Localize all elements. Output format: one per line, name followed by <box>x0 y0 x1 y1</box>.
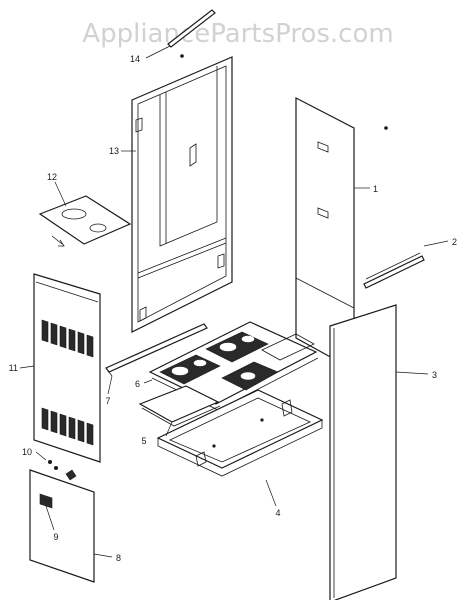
callout-7: 7 <box>105 396 110 406</box>
callout-labels: 14 13 1 2 3 4 5 6 7 8 9 10 11 12 <box>9 54 457 563</box>
part-3-door-panel <box>329 304 397 600</box>
callout-13: 13 <box>109 146 119 156</box>
callout-2: 2 <box>452 237 457 247</box>
callout-3: 3 <box>432 370 437 380</box>
callout-5: 5 <box>141 436 146 446</box>
burner-grate-front <box>221 361 279 391</box>
burner-grate-left <box>159 354 221 385</box>
callout-4: 4 <box>275 508 280 518</box>
leader-lines <box>19 45 449 558</box>
part-10-screws <box>48 460 77 481</box>
callout-9: 9 <box>53 532 58 542</box>
callout-1: 1 <box>373 184 378 194</box>
part-6-burner-tray <box>148 321 319 411</box>
part-12-plate <box>38 195 132 247</box>
callout-11: 11 <box>9 363 18 373</box>
callout-12: 12 <box>47 172 57 182</box>
burner-grate-right <box>205 331 269 363</box>
part-5-drip-plate <box>138 385 221 427</box>
callout-14: 14 <box>130 54 140 64</box>
lower-louvers <box>41 407 94 446</box>
part-7-rod <box>105 323 208 377</box>
callout-10: 10 <box>22 447 32 457</box>
part-13-frame <box>131 56 233 333</box>
part-2-rail <box>363 252 425 289</box>
callout-8: 8 <box>116 553 121 563</box>
watermark-text: AppliancePartsPros.com <box>82 19 393 49</box>
part-11-louvered-panel <box>33 273 101 463</box>
callout-6: 6 <box>135 379 140 389</box>
part-8-lower-panel <box>29 469 95 583</box>
upper-louvers <box>41 319 94 358</box>
part-4-base-pan <box>156 389 324 477</box>
